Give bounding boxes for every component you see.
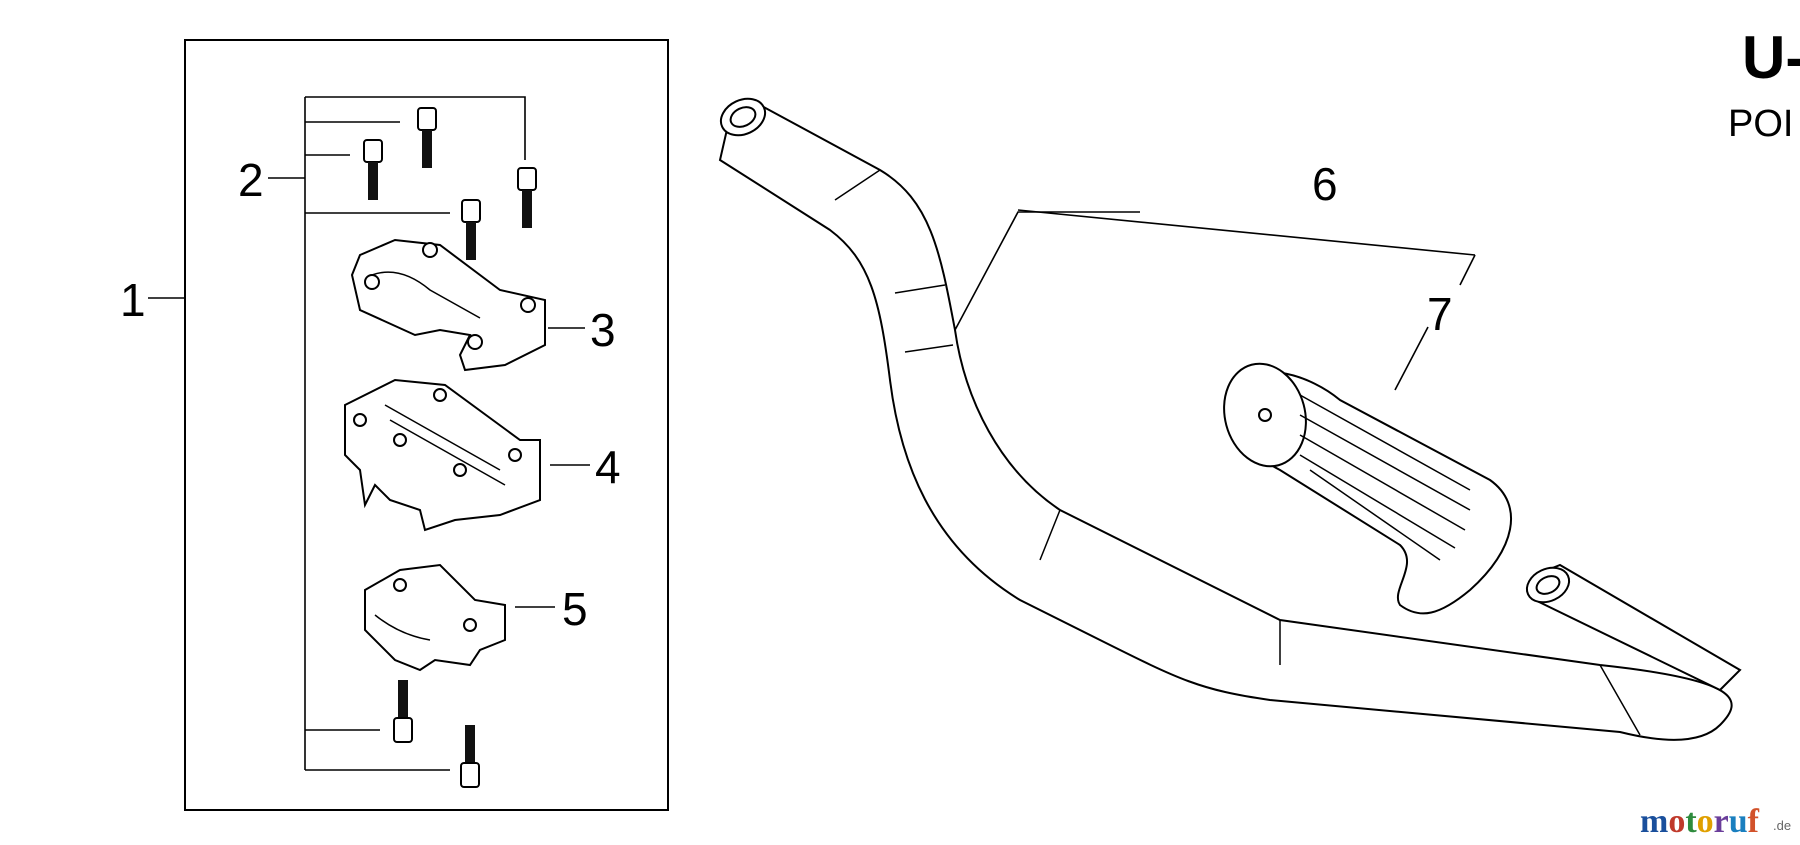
bolt [393, 680, 413, 743]
bolt [461, 199, 481, 260]
grip [1223, 362, 1512, 615]
kit-frame [184, 39, 669, 811]
bolt [363, 139, 383, 200]
bolt [460, 725, 480, 788]
bolt [417, 107, 437, 168]
diagram-subtitle: POI [1728, 103, 1793, 145]
callout-4: 4 [595, 441, 621, 493]
callout-1: 1 [120, 274, 146, 326]
watermark-letter: m [1640, 803, 1668, 840]
bolt-set-lower [393, 680, 480, 788]
watermark-tld: .de [1773, 818, 1791, 833]
callout-3: 3 [590, 304, 616, 356]
upper-clamp [350, 238, 546, 372]
lower-clamp [344, 378, 541, 532]
leader-lines [148, 177, 1476, 608]
callout-7: 7 [1427, 288, 1453, 340]
watermark-letter: t [1685, 803, 1697, 840]
callout-6: 6 [1312, 158, 1338, 210]
watermark-letter: f [1748, 803, 1760, 840]
bolt-group-bracket [304, 96, 526, 771]
mount-bracket [364, 563, 506, 672]
bolt [517, 167, 537, 228]
handlebar-right-end [1525, 563, 1742, 692]
watermark-letter: u [1729, 803, 1748, 840]
bolt-set-upper [363, 107, 537, 260]
watermark: motoruf .de [1640, 803, 1791, 840]
watermark-letter: o [1668, 803, 1685, 840]
watermark-letter: r [1714, 803, 1729, 840]
watermark-brand: motoruf [1640, 803, 1760, 840]
handlebar [718, 97, 1733, 741]
callout-2: 2 [238, 154, 264, 206]
watermark-letter: o [1697, 803, 1714, 840]
callout-5: 5 [562, 583, 588, 635]
diagram-code: U- [1742, 24, 1800, 91]
